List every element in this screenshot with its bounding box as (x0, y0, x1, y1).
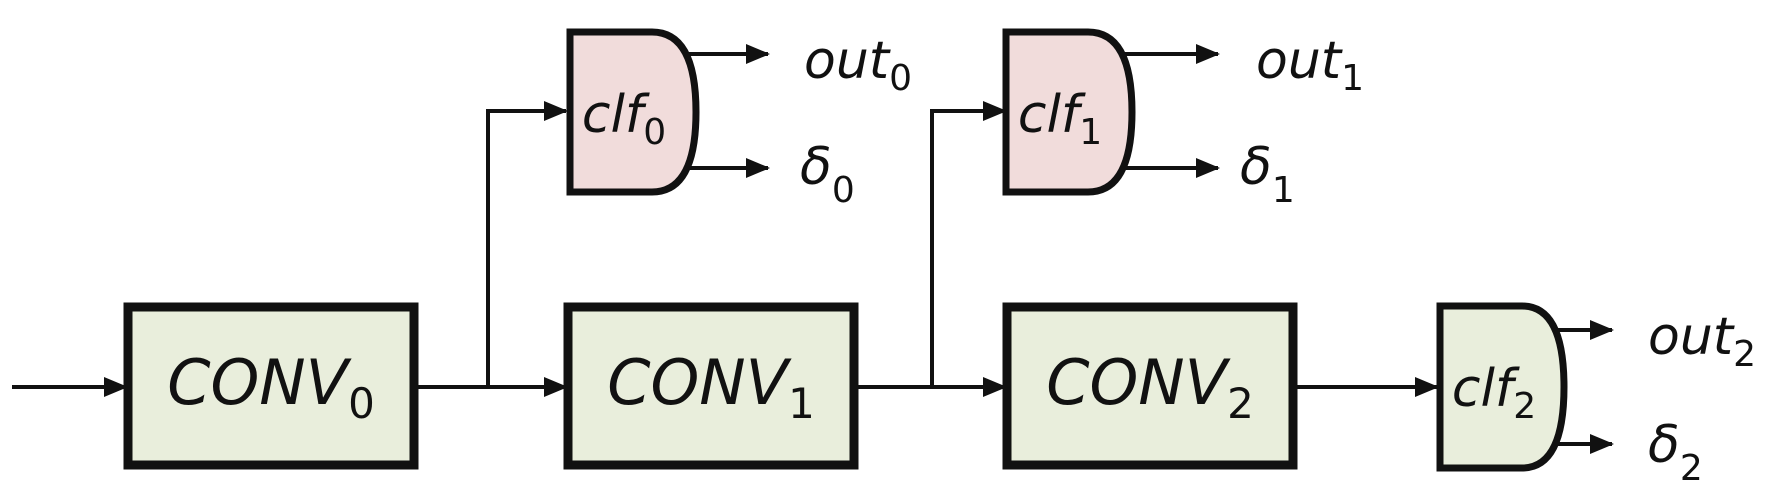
svg-text:out0: out0 (804, 31, 912, 99)
svg-text:CONV1: CONV1 (607, 346, 815, 428)
classifier-1-subscript: 1 (1079, 112, 1102, 153)
conv-block-1: CONV1 (563, 302, 859, 470)
conv-block-1-subscript: 1 (788, 379, 815, 428)
svg-text:CONV2: CONV2 (1046, 346, 1254, 428)
classifier-1-delta-label: δ (1240, 137, 1272, 197)
svg-text:clf0: clf0 (582, 85, 666, 153)
svg-text:δ2: δ2 (1648, 415, 1703, 489)
classifier-1-output-subscript: 1 (1341, 58, 1364, 99)
classifier-2-delta-subscript: 2 (1680, 448, 1703, 489)
classifier-1-label: clf (1018, 85, 1086, 145)
conv-block-1-label: CONV (607, 346, 792, 419)
conv-block-2-label: CONV (1046, 346, 1231, 419)
svg-text:clf2: clf2 (1452, 359, 1536, 427)
classifier-0-delta-label: δ (800, 137, 832, 197)
conv1-to-clf1-branch-arrow (930, 101, 1007, 387)
classifier-1: clf1 (1002, 28, 1136, 196)
svg-text:CONV0: CONV0 (167, 346, 375, 428)
conv-block-0: CONV0 (123, 302, 419, 470)
connectors (12, 44, 1614, 454)
classifier-1-output-label: out (1256, 31, 1343, 91)
classifier-1-delta-subscript: 1 (1272, 170, 1295, 211)
classifier-2-subscript: 2 (1513, 386, 1536, 427)
svg-text:δ0: δ0 (800, 137, 855, 211)
classifier-2-output-label: out (1648, 307, 1735, 367)
conv-block-2-subscript: 2 (1227, 379, 1254, 428)
classifier-2-delta-label: δ (1648, 415, 1680, 475)
svg-text:δ1: δ1 (1240, 137, 1295, 211)
svg-text:clf1: clf1 (1018, 85, 1102, 153)
classifier-2-output-subscript: 2 (1733, 334, 1756, 375)
classifier-0-delta-subscript: 0 (832, 170, 855, 211)
conv-block-2: CONV2 (1002, 302, 1298, 470)
conv-block-0-label: CONV (167, 346, 352, 419)
classifier-0-output-subscript: 0 (889, 58, 912, 99)
classifier-2: clf2 (1436, 302, 1568, 472)
svg-text:out2: out2 (1648, 307, 1756, 375)
conv0-to-clf0-branch-arrow (486, 101, 568, 387)
classifier-0-output-label: out (804, 31, 891, 91)
classifier-0-subscript: 0 (643, 112, 666, 153)
svg-text:out1: out1 (1256, 31, 1364, 99)
classifier-2-label: clf (1452, 359, 1520, 419)
classifier-0-label: clf (582, 85, 650, 145)
classifier-0: clf0 (566, 28, 700, 196)
conv-block-0-subscript: 0 (348, 379, 375, 428)
